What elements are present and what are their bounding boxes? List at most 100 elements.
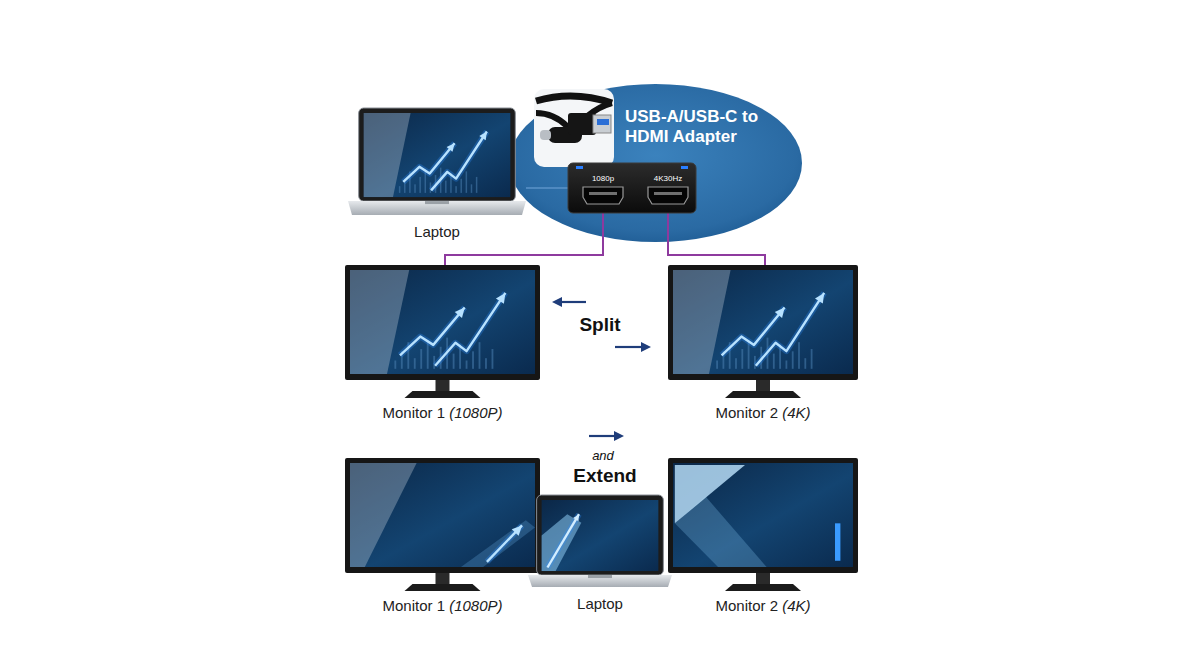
- laptop-base: [528, 575, 672, 587]
- screen: [350, 463, 535, 567]
- arrow-glow: [547, 514, 579, 567]
- chart-bar: [471, 184, 473, 193]
- chart-bar: [460, 179, 462, 193]
- screen-panel: [350, 270, 409, 374]
- split-arrow-left: [552, 297, 586, 307]
- arrow-head: [496, 293, 506, 304]
- chart-bar: [485, 358, 487, 369]
- device-label: Monitor 2 (4K): [668, 597, 858, 615]
- arrow-glow: [400, 307, 465, 355]
- arrow-line: [431, 132, 487, 191]
- arrow-head: [573, 514, 579, 521]
- arrow-line: [756, 293, 824, 366]
- chart-bar: [476, 177, 478, 193]
- chart-bar: [786, 360, 788, 368]
- chart-bar: [472, 351, 474, 368]
- screen-panel: [673, 270, 731, 374]
- screen-band: [542, 514, 582, 571]
- arrow-line: [400, 307, 465, 355]
- adapter-figure: [568, 163, 696, 213]
- device-illustration: [345, 265, 540, 398]
- screen: [673, 270, 853, 374]
- arrow-glow: [431, 132, 487, 191]
- arrow-head: [479, 132, 487, 141]
- laptop-device: Laptop: [528, 495, 672, 613]
- laptop-notch: [588, 575, 612, 578]
- arrow-head: [614, 431, 624, 441]
- laptop-figure: [528, 495, 672, 587]
- connector-word: and: [523, 448, 683, 464]
- chart-bar: [466, 171, 468, 193]
- arrow-head: [641, 342, 651, 352]
- monitor-device: Monitor 1 (1080P): [345, 458, 540, 615]
- screen-band: [461, 520, 535, 567]
- screen: [350, 270, 535, 374]
- laptop-device: Laptop: [348, 108, 526, 241]
- usb-a-metal: [593, 115, 611, 133]
- status-light: [576, 166, 583, 169]
- monitor-figure: [668, 458, 858, 591]
- arrow-line: [487, 525, 522, 561]
- arrow-head: [552, 297, 562, 307]
- callout-ellipse: [509, 84, 802, 242]
- device-label: Laptop: [348, 223, 526, 241]
- chart-bar: [492, 349, 494, 369]
- chart-bar: [811, 349, 813, 369]
- hdmi-contacts: [589, 192, 617, 195]
- monitor-base: [405, 584, 481, 591]
- device-illustration: [568, 163, 696, 213]
- chart-bar: [773, 354, 775, 369]
- hdmi-contacts: [654, 192, 682, 195]
- chart-bar: [420, 349, 422, 369]
- arrow-line: [547, 514, 579, 567]
- arrow-glow: [435, 293, 505, 366]
- monitor-neck: [436, 573, 450, 584]
- chart-bar: [741, 349, 743, 369]
- chart-bar: [414, 358, 416, 369]
- spec-note: (1080P): [449, 404, 502, 421]
- hdmi-port: [583, 187, 623, 204]
- monitor-bezel: [668, 458, 858, 573]
- device-label: Laptop: [528, 595, 672, 613]
- chart-bar: [445, 181, 447, 193]
- screen: [542, 500, 659, 571]
- screen-bar: [835, 523, 840, 560]
- arrow-head: [447, 143, 455, 152]
- chart-bar: [798, 342, 800, 369]
- mode-label: Split: [520, 314, 680, 337]
- device-illustration: [528, 495, 672, 587]
- chart-bar: [804, 358, 806, 369]
- monitor-device: Monitor 1 (1080P): [345, 265, 540, 422]
- monitor-figure: [668, 265, 858, 398]
- usb-a-insert: [597, 119, 609, 125]
- arrow-shaft: [589, 435, 616, 437]
- callout-title: USB-A/USB-C to HDMI Adapter: [625, 107, 775, 148]
- spec-note: (4K): [782, 597, 810, 614]
- device-label: Monitor 1 (1080P): [345, 597, 540, 615]
- arrow-glow: [722, 307, 785, 355]
- monitor-device: Monitor 2 (4K): [668, 265, 858, 422]
- laptop-lid: [537, 495, 664, 575]
- laptop-figure: [348, 108, 526, 215]
- hdmi-adapter: 1080p4K30Hz: [568, 163, 696, 213]
- cable: [536, 96, 612, 103]
- monitor-base: [725, 391, 801, 398]
- port-label: 4K30Hz: [644, 175, 692, 184]
- chart-bar: [792, 351, 794, 368]
- laptop-base: [348, 201, 526, 215]
- arrow-glow: [756, 293, 824, 366]
- arrow-head: [775, 307, 785, 318]
- monitor-neck: [436, 380, 450, 391]
- arrow-glow: [487, 525, 522, 561]
- device-label: Monitor 2 (4K): [668, 404, 858, 422]
- usb-c-tip: [540, 130, 551, 140]
- monitor-bezel: [345, 458, 540, 573]
- arrow-head: [512, 525, 522, 535]
- chart-bar: [735, 358, 737, 369]
- monitor-device: Monitor 2 (4K): [668, 458, 858, 615]
- spec-note: (1080P): [449, 597, 502, 614]
- screen: [673, 463, 853, 567]
- chart-bar: [466, 360, 468, 368]
